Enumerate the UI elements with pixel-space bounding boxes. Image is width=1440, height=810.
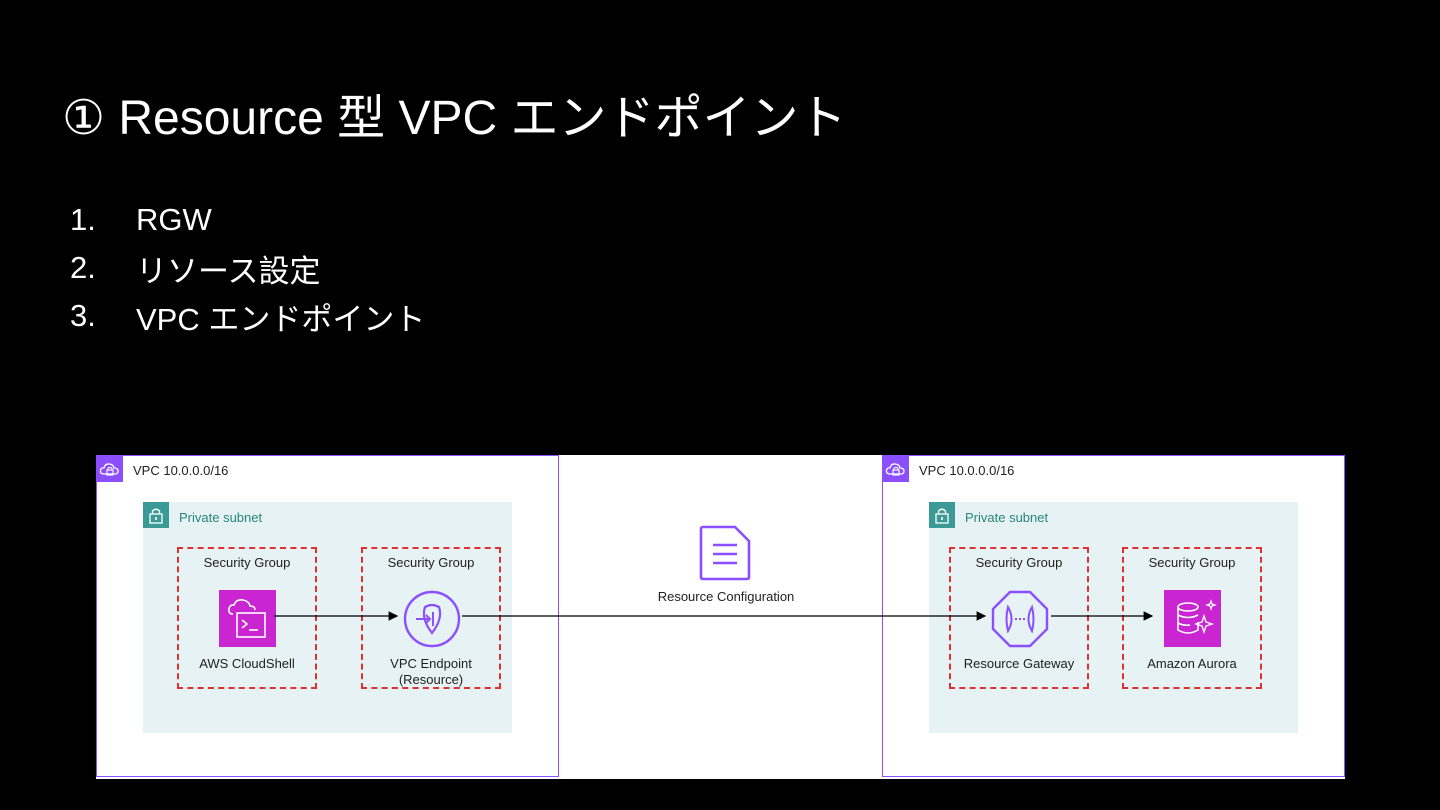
endpoint-label: VPC Endpoint (Resource) xyxy=(363,656,499,688)
step-item: 2. リソース設定 xyxy=(70,244,425,292)
step-item: 1. RGW xyxy=(70,196,425,244)
steps-list: 1. RGW 2. リソース設定 3. VPC エンドポイント xyxy=(70,196,425,340)
aurora-database-icon xyxy=(1164,590,1221,647)
document-icon xyxy=(699,525,751,581)
resource-gateway-label: Resource Gateway xyxy=(963,656,1075,671)
step-text: VPC エンドポイント xyxy=(136,301,426,337)
private-subnet: Private subnet Security Group AWS CloudS… xyxy=(143,502,512,733)
vpc-label: VPC 10.0.0.0/16 xyxy=(919,463,1015,478)
step-number: 1. xyxy=(70,202,96,237)
vpc-label: VPC 10.0.0.0/16 xyxy=(133,463,229,478)
cloudshell-label: AWS CloudShell xyxy=(199,656,295,671)
security-group: Security Group Amazon Aurora xyxy=(1122,547,1262,689)
security-group-label: Security Group xyxy=(387,555,475,570)
step-number: 3. xyxy=(70,298,96,333)
endpoint-label-line2: (Resource) xyxy=(398,672,464,687)
cloudshell-terminal-icon xyxy=(219,590,276,647)
vpc-cloud-icon xyxy=(883,456,909,482)
resource-gateway-icon xyxy=(991,590,1049,648)
endpoint-label-line1: VPC Endpoint xyxy=(390,656,472,671)
security-group-label: Security Group xyxy=(1148,555,1236,570)
architecture-diagram: VPC 10.0.0.0/16 Private subnet Security … xyxy=(96,455,1345,779)
padlock-icon xyxy=(143,502,169,528)
step-text: リソース設定 xyxy=(136,253,321,289)
private-subnet: Private subnet Security Group Resource G… xyxy=(929,502,1298,733)
security-group-label: Security Group xyxy=(203,555,291,570)
subnet-label: Private subnet xyxy=(179,510,263,525)
step-number: 2. xyxy=(70,250,96,285)
security-group: Security Group Resource Gateway xyxy=(949,547,1089,689)
security-group: Security Group AWS CloudShell xyxy=(177,547,317,689)
security-group: Security Group VPC Endpoint (Resource) xyxy=(361,547,501,689)
subnet-label: Private subnet xyxy=(965,510,1049,525)
resource-configuration-label: Resource Configuration xyxy=(657,589,795,604)
slide-title: ① Resource 型 VPC エンドポイント xyxy=(62,92,847,145)
vpc-cloud-icon xyxy=(97,456,123,482)
step-text: RGW xyxy=(136,202,212,237)
step-item: 3. VPC エンドポイント xyxy=(70,292,425,340)
security-group-label: Security Group xyxy=(975,555,1063,570)
aurora-label: Amazon Aurora xyxy=(1147,656,1237,671)
right-vpc: VPC 10.0.0.0/16 Private subnet Security … xyxy=(882,455,1345,777)
left-vpc: VPC 10.0.0.0/16 Private subnet Security … xyxy=(96,455,559,777)
vpc-endpoint-icon xyxy=(403,590,461,648)
padlock-icon xyxy=(929,502,955,528)
